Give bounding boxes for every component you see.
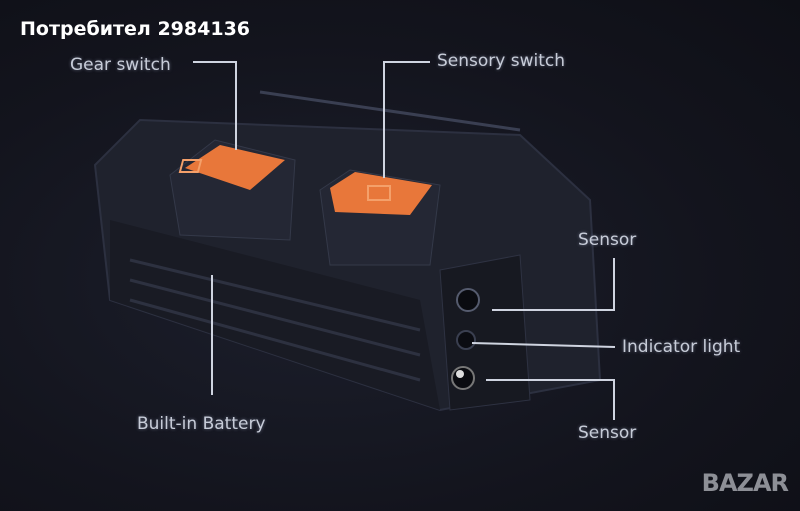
indicator-light <box>456 330 476 350</box>
sensor-bottom <box>451 366 475 390</box>
sensor-top <box>456 288 480 312</box>
user-watermark: Потребител 2984136 <box>20 18 251 40</box>
label-gear-switch: Gear switch <box>70 55 171 75</box>
label-built-in-battery: Built-in Battery <box>137 414 266 434</box>
gear-switch-button[interactable] <box>169 139 296 241</box>
sensory-switch-button[interactable] <box>319 169 441 266</box>
label-sensor-bottom: Sensor <box>578 423 637 443</box>
label-sensory-switch: Sensory switch <box>437 51 566 71</box>
label-sensor-top: Sensor <box>578 230 637 250</box>
label-indicator-light: Indicator light <box>622 337 741 357</box>
bazar-logo: BAZAR <box>701 469 789 497</box>
callout-lines <box>193 61 616 420</box>
